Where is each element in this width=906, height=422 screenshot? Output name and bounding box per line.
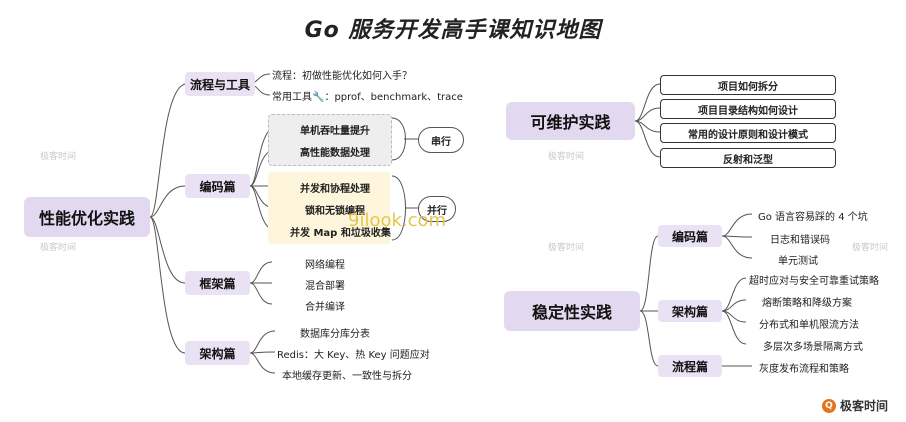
watermark-3: 极客时间 [40,243,77,253]
performance-main-label: 性能优化实践 [38,209,135,228]
parallel-item-3: 并发 Map 和垃圾收集 [290,228,391,239]
architecture-leaf-2: Redis：大 Key、热 Key 问题应对 [277,350,430,361]
watermark-url: 9ilook.com [348,210,447,231]
stability-process-label: 流程篇 [671,359,708,374]
brand-label: 极客时间 [840,399,889,413]
stability-coding-leaf-1: Go 语言容易踩的 4 个坑 [758,212,868,223]
stability-architecture-node: 架构篇 [658,300,722,322]
watermark-4: 极客时间 [548,243,585,253]
framework-node: 框架篇 [185,271,250,295]
architecture-label: 架构篇 [199,346,236,361]
coding-label: 编码篇 [199,179,236,194]
maintain-item-2-label: 项目目录结构如何设计 [698,105,798,117]
serial-tag-label: 串行 [431,136,451,148]
watermark-5: 极客时间 [852,243,889,253]
serial-tag: 串行 [418,127,464,153]
stability-arch-leaf-4: 多层次多场景隔离方式 [763,342,863,353]
serial-item-2: 高性能数据处理 [300,148,370,159]
parallel-item-2: 锁和无锁编程 [305,206,365,217]
flow-leaf-2: 常用工具🔧：pprof、benchmark、trace [272,92,463,103]
stability-arch-leaf-2: 熔断策略和降级方案 [762,298,852,309]
stability-coding-node: 编码篇 [658,225,722,247]
stability-architecture-label: 架构篇 [671,304,708,319]
architecture-leaf-3: 本地缓存更新、一致性与拆分 [282,371,412,382]
architecture-leaf-1: 数据库分库分表 [300,329,370,340]
stability-arch-leaf-1: 超时应对与安全可靠重试策略 [749,276,879,287]
stability-coding-leaf-2: 日志和错误码 [770,235,830,246]
watermark-2: 极客时间 [548,152,585,162]
watermark-1: 极客时间 [40,152,77,162]
stability-coding-leaf-3: 单元测试 [778,256,818,267]
maintainability-main-label: 可维护实践 [530,113,611,132]
framework-leaf-3: 合并编译 [305,302,345,313]
stability-main-label: 稳定性实践 [531,303,612,322]
stability-main-node: 稳定性实践 [504,291,640,331]
parallel-tag: 并行 [418,196,456,222]
parallel-tag-label: 并行 [427,205,447,217]
maintain-item-4: 反射和泛型 [660,148,836,168]
flow-tools-node: 流程与工具 [185,72,255,96]
flow-leaf-1: 流程：初做性能优化如何入手？ [272,71,412,82]
geektime-logo-icon: Q [822,398,836,413]
maintain-item-2: 项目目录结构如何设计 [660,99,836,119]
brand-logo: Q 极客时间 [822,397,888,414]
maintain-item-1: 项目如何拆分 [660,75,836,95]
stability-coding-label: 编码篇 [671,229,708,244]
stability-process-node: 流程篇 [658,355,722,377]
framework-leaf-1: 网络编程 [305,260,345,271]
stability-process-leaf-1: 灰度发布流程和策略 [759,364,849,375]
performance-main-node: 性能优化实践 [24,197,150,237]
framework-leaf-2: 混合部署 [305,281,345,292]
maintain-item-3: 常用的设计原则和设计模式 [660,123,836,143]
architecture-node: 架构篇 [185,341,250,365]
page-title: Go 服务开发高手课知识地图 [304,18,602,43]
maintain-item-4-label: 反射和泛型 [723,154,773,166]
maintain-item-1-label: 项目如何拆分 [718,81,778,93]
serial-group-box [268,114,392,166]
flow-tools-label: 流程与工具 [189,77,250,92]
serial-item-1: 单机吞吐量提升 [300,126,370,137]
coding-node: 编码篇 [185,174,250,198]
parallel-group-box [268,172,390,244]
parallel-item-1: 并发和协程处理 [300,184,370,195]
stability-arch-leaf-3: 分布式和单机限流方法 [759,320,859,331]
maintain-item-3-label: 常用的设计原则和设计模式 [688,129,808,141]
maintainability-main-node: 可维护实践 [506,102,635,140]
framework-label: 框架篇 [199,276,236,291]
